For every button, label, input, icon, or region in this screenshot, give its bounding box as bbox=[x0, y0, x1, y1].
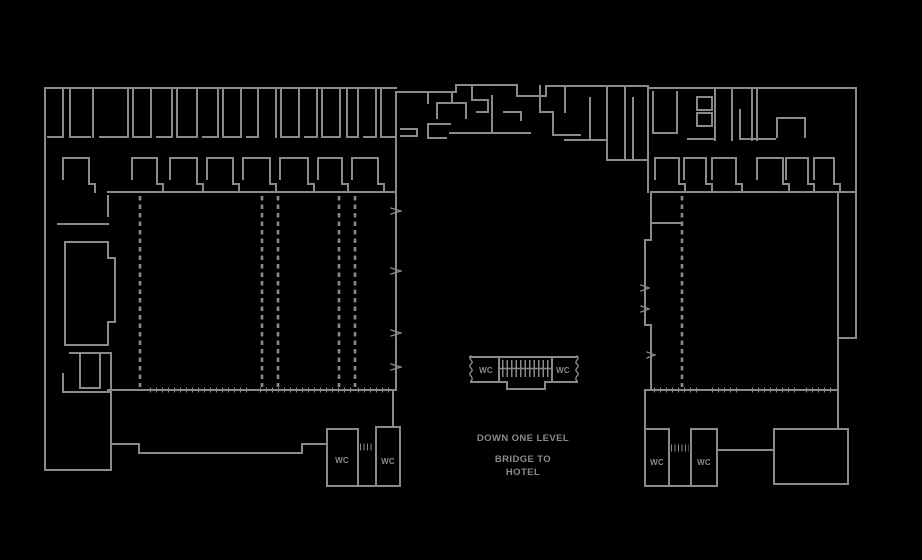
left-top-strip-rooms bbox=[47, 87, 396, 193]
right-top-strip-rooms bbox=[654, 157, 841, 193]
annotation-text: DOWN ONE LEVEL BRIDGE TO HOTEL bbox=[477, 433, 569, 478]
annotation-line2: BRIDGE TO bbox=[495, 454, 551, 465]
left-wc-left-label: WC bbox=[335, 456, 349, 465]
left-hall-door-marks bbox=[390, 207, 402, 371]
bridge-walls bbox=[469, 356, 578, 390]
middle-top-strip bbox=[395, 84, 649, 193]
right-southeast-room bbox=[716, 389, 849, 485]
right-wc-block: WC WC bbox=[644, 428, 718, 487]
right-wc-walls bbox=[644, 428, 718, 487]
middle-strip-outline bbox=[395, 84, 649, 193]
right-wall-break-marks bbox=[640, 284, 656, 359]
bridge-break-right bbox=[575, 355, 579, 382]
right-hall-walls bbox=[644, 191, 839, 487]
bridge-wc-left-label: WC bbox=[479, 366, 493, 375]
right-wc-left-label: WC bbox=[650, 458, 664, 467]
building-right: WC WC bbox=[640, 87, 857, 487]
bridge-stair-block: WC WC bbox=[469, 355, 579, 390]
left-outer-walls bbox=[44, 87, 397, 471]
right-top-rooms bbox=[652, 87, 806, 141]
annotation-line1: DOWN ONE LEVEL bbox=[477, 433, 569, 444]
building-left: WC WC bbox=[44, 87, 402, 487]
middle-strip-partitions bbox=[400, 85, 649, 161]
left-west-rooms bbox=[57, 195, 116, 393]
left-hall-walls bbox=[107, 191, 397, 391]
bridge-wc-right-label: WC bbox=[556, 366, 570, 375]
left-wc-right-label: WC bbox=[381, 457, 395, 466]
left-column-grid bbox=[138, 196, 357, 387]
annotation-line3: HOTEL bbox=[506, 467, 540, 478]
left-wc-block: WC WC bbox=[326, 389, 401, 487]
left-wc-walls bbox=[326, 389, 401, 487]
bridge-break-left bbox=[469, 355, 473, 382]
right-wc-right-label: WC bbox=[697, 458, 711, 467]
